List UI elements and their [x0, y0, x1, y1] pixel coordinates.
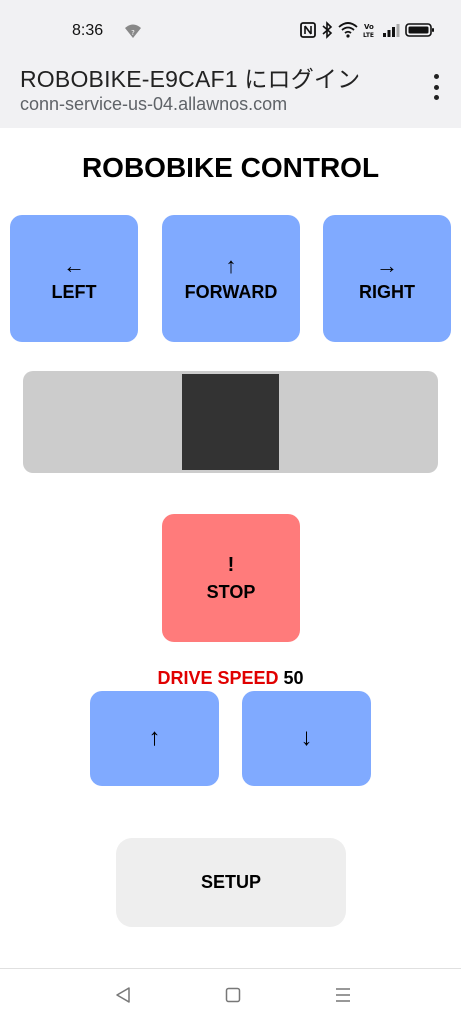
arrow-left-icon: ←: [63, 252, 85, 278]
more-options-icon[interactable]: [431, 74, 441, 100]
stop-button[interactable]: ! STOP: [162, 514, 300, 642]
drive-speed-label: DRIVE SPEED: [157, 668, 279, 688]
forward-button[interactable]: ↑ FORWARD: [162, 215, 300, 342]
battery-icon: [405, 23, 434, 37]
back-icon[interactable]: [114, 986, 132, 1004]
nfc-icon: [300, 22, 316, 38]
setup-button-label: SETUP: [200, 872, 261, 892]
left-button[interactable]: ← LEFT: [10, 215, 138, 342]
wifi-icon: [338, 22, 358, 38]
steering-slider-thumb[interactable]: [182, 374, 279, 470]
arrow-up-icon: ↑: [148, 724, 161, 752]
right-button[interactable]: → RIGHT: [323, 215, 451, 342]
arrow-up-icon: ↑: [225, 252, 237, 278]
setup-button[interactable]: SETUP: [116, 838, 346, 927]
exclamation-icon: !: [227, 553, 235, 576]
arrow-down-icon: ↓: [300, 724, 313, 752]
arrow-right-icon: →: [376, 252, 398, 278]
notification-icon: ?: [125, 24, 141, 38]
speed-down-button[interactable]: ↓: [242, 691, 371, 786]
page-title: ROBOBIKE CONTROL: [81, 152, 380, 183]
browser-header: [0, 42, 461, 128]
svg-text:Vo: Vo: [364, 23, 374, 31]
system-nav-bar: [0, 968, 461, 1024]
status-icons: Vo LTE: [300, 21, 435, 39]
bluetooth-icon: [322, 21, 333, 39]
status-time: 8:36: [72, 22, 104, 39]
browser-page-title: ROBOBIKE-E9CAF1 にログイン: [20, 66, 361, 92]
left-button-label: LEFT: [51, 282, 97, 303]
browser-url: conn-service-us-04.allawnos.com: [20, 94, 288, 114]
drive-speed-value: 50: [283, 668, 304, 688]
forward-button-label: FORWARD: [184, 282, 278, 303]
stop-button-label: STOP: [206, 581, 256, 602]
volte-icon: Vo LTE: [363, 23, 374, 38]
drive-speed-readout: DRIVE SPEED 50: [0, 668, 461, 689]
svg-text:?: ?: [131, 29, 135, 37]
signal-icon: [383, 24, 400, 37]
right-button-label: RIGHT: [359, 282, 415, 303]
home-icon[interactable]: [225, 987, 241, 1003]
recents-menu-icon[interactable]: [334, 987, 352, 1003]
svg-text:LTE: LTE: [363, 32, 374, 38]
speed-up-button[interactable]: ↑: [90, 691, 219, 786]
